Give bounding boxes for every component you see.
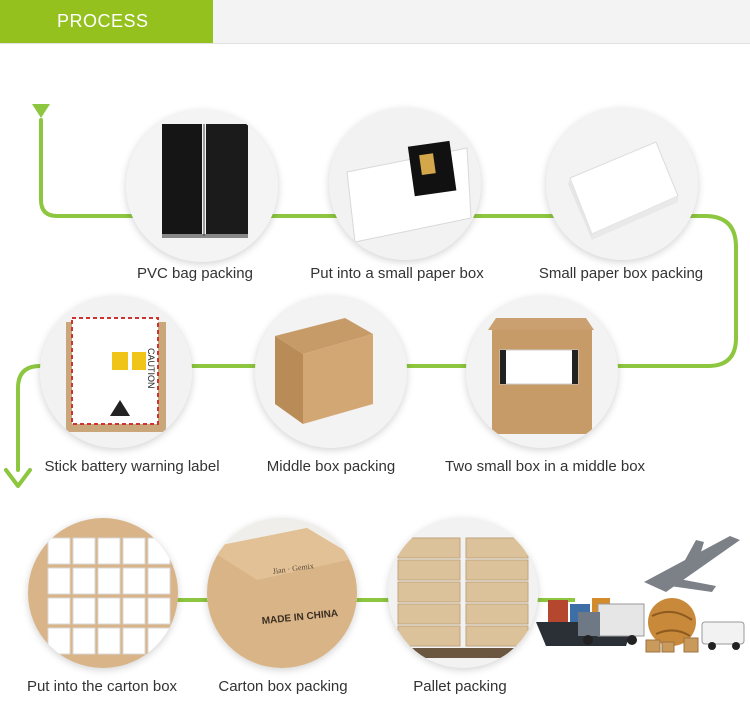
step-label-pallet: Pallet packing (413, 678, 507, 695)
step-image-two-small-box (466, 296, 618, 448)
flow-line-row1 (16, 118, 738, 472)
step-label-small-paper-box: Small paper box packing (538, 265, 704, 282)
step-image-small-paper-box-insert (329, 108, 481, 260)
airplane-icon (644, 536, 740, 592)
van-icon (701, 621, 745, 650)
logistics-illustration (534, 530, 750, 660)
step-label-carton-box: Carton box packing (218, 678, 348, 695)
globe-icon (648, 598, 696, 646)
step-image-middle-box (255, 296, 407, 448)
step-image-pallet (388, 518, 538, 668)
step-image-carton-fill (28, 518, 178, 668)
step-label-carton-fill: Put into the carton box (26, 678, 178, 695)
step-image-warning-label: CAUTION (40, 296, 192, 448)
start-triangle-icon (32, 104, 50, 118)
step-label-pvc-bag: PVC bag packing (137, 265, 253, 282)
step-image-carton-box: MADE IN CHINA Jian · Gemix (207, 518, 357, 668)
page-title: PROCESS (57, 11, 149, 31)
header-bar: PROCESS (0, 0, 750, 44)
step-label-two-small-box: Two small box in a middle box (444, 458, 646, 475)
step-label-small-paper-box-insert: Put into a small paper box (310, 265, 484, 282)
step-label-middle-box: Middle box packing (266, 458, 396, 475)
step-image-pvc-bag (126, 110, 278, 262)
cargo-boxes-icon (645, 637, 699, 653)
down-arrow-icon (4, 468, 32, 488)
truck-icon (578, 603, 645, 645)
warning-label-title: CAUTION (146, 348, 156, 389)
step-image-small-paper-box (546, 108, 698, 260)
step-label-warning-label: Stick battery warning label (44, 458, 220, 475)
header-tab: PROCESS (0, 0, 213, 43)
